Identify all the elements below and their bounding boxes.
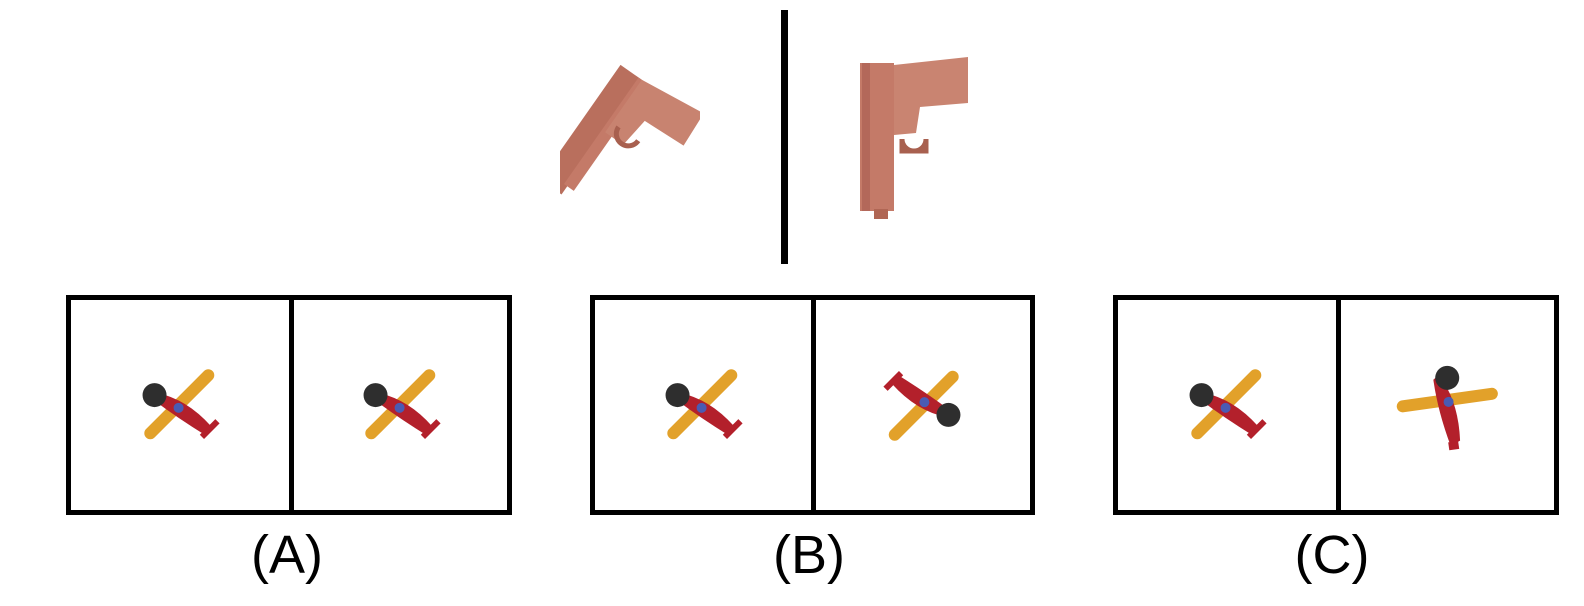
option-a-label: (A) <box>251 525 323 585</box>
option-b-frame[interactable] <box>590 295 1035 515</box>
toy-airplane-icon <box>883 370 961 441</box>
toy-airplane-icon <box>1396 365 1498 451</box>
toy-airplane-icon <box>142 369 220 440</box>
option-b-right-cell <box>816 300 1030 510</box>
option-c-label: (C) <box>1294 525 1370 585</box>
pistol-icon <box>860 57 968 219</box>
toy-airplane-icon <box>363 369 441 440</box>
option-divider <box>811 300 816 510</box>
option-divider <box>289 300 294 510</box>
option-divider <box>1336 300 1341 510</box>
option-c-right-cell <box>1341 300 1554 510</box>
option-c-frame[interactable] <box>1113 295 1559 515</box>
option-a-frame[interactable] <box>66 295 512 515</box>
pistol-icon <box>560 64 700 195</box>
toy-airplane-icon <box>665 369 743 440</box>
reference-divider <box>781 10 788 264</box>
option-b-label: (B) <box>773 525 845 585</box>
option-b-left-cell <box>595 300 811 510</box>
option-c-left-cell <box>1118 300 1336 510</box>
option-a-right-cell <box>294 300 507 510</box>
option-a-left-cell <box>71 300 289 510</box>
toy-airplane-icon <box>1189 369 1267 440</box>
